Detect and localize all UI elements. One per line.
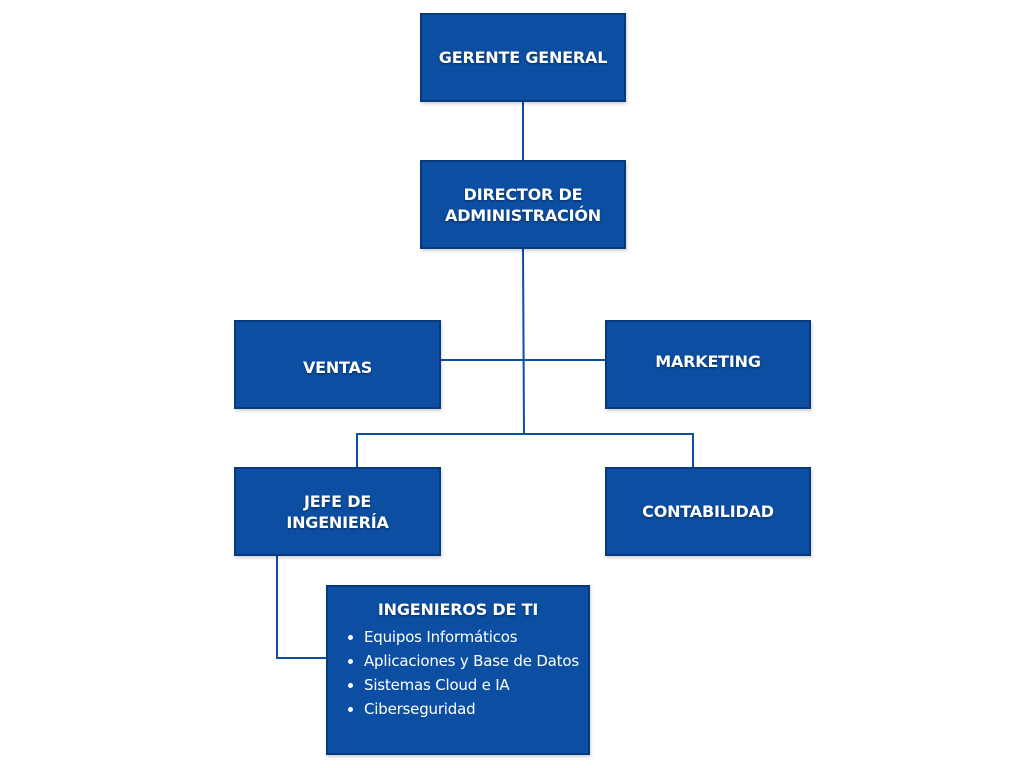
node-gerente-general-label: GERENTE GENERAL (438, 48, 608, 67)
node-ventas: VENTAS (234, 320, 441, 409)
connector-branch-jefe-contabilidad (356, 433, 694, 467)
node-marketing: MARKETING (605, 320, 811, 409)
list-item: Equipos Informáticos (364, 625, 588, 649)
node-contabilidad: CONTABILIDAD (605, 467, 811, 556)
node-gerente-general: GERENTE GENERAL (420, 13, 626, 102)
node-contabilidad-label: CONTABILIDAD (642, 502, 774, 521)
list-item: Ciberseguridad (364, 697, 588, 721)
node-jefe-label-line-1: JEFE DE (303, 491, 372, 511)
node-ventas-label: VENTAS (302, 358, 373, 377)
connector-jefe-ingenieros (276, 556, 326, 659)
node-director-label-line-1: DIRECTOR DE (463, 184, 583, 204)
list-item: Sistemas Cloud e IA (364, 673, 588, 697)
node-jefe-label-line-2: INGENIERÍA (286, 512, 389, 532)
node-ingenieros-ti: INGENIEROS DE TI Equipos Informáticos Ap… (326, 585, 590, 755)
node-director-administracion: DIRECTOR DE ADMINISTRACIÓN (420, 160, 626, 249)
node-marketing-label: MARKETING (655, 352, 761, 371)
list-item: Aplicaciones y Base de Datos (364, 649, 588, 673)
node-ingenieros-ti-title: INGENIEROS DE TI (377, 600, 539, 619)
ingenieros-ti-list: Equipos Informáticos Aplicaciones y Base… (328, 625, 588, 721)
connector-director-trunk (522, 248, 525, 435)
node-jefe-ingenieria: JEFE DE INGENIERÍA (234, 467, 441, 556)
node-director-label-line-2: ADMINISTRACIÓN (445, 205, 601, 225)
